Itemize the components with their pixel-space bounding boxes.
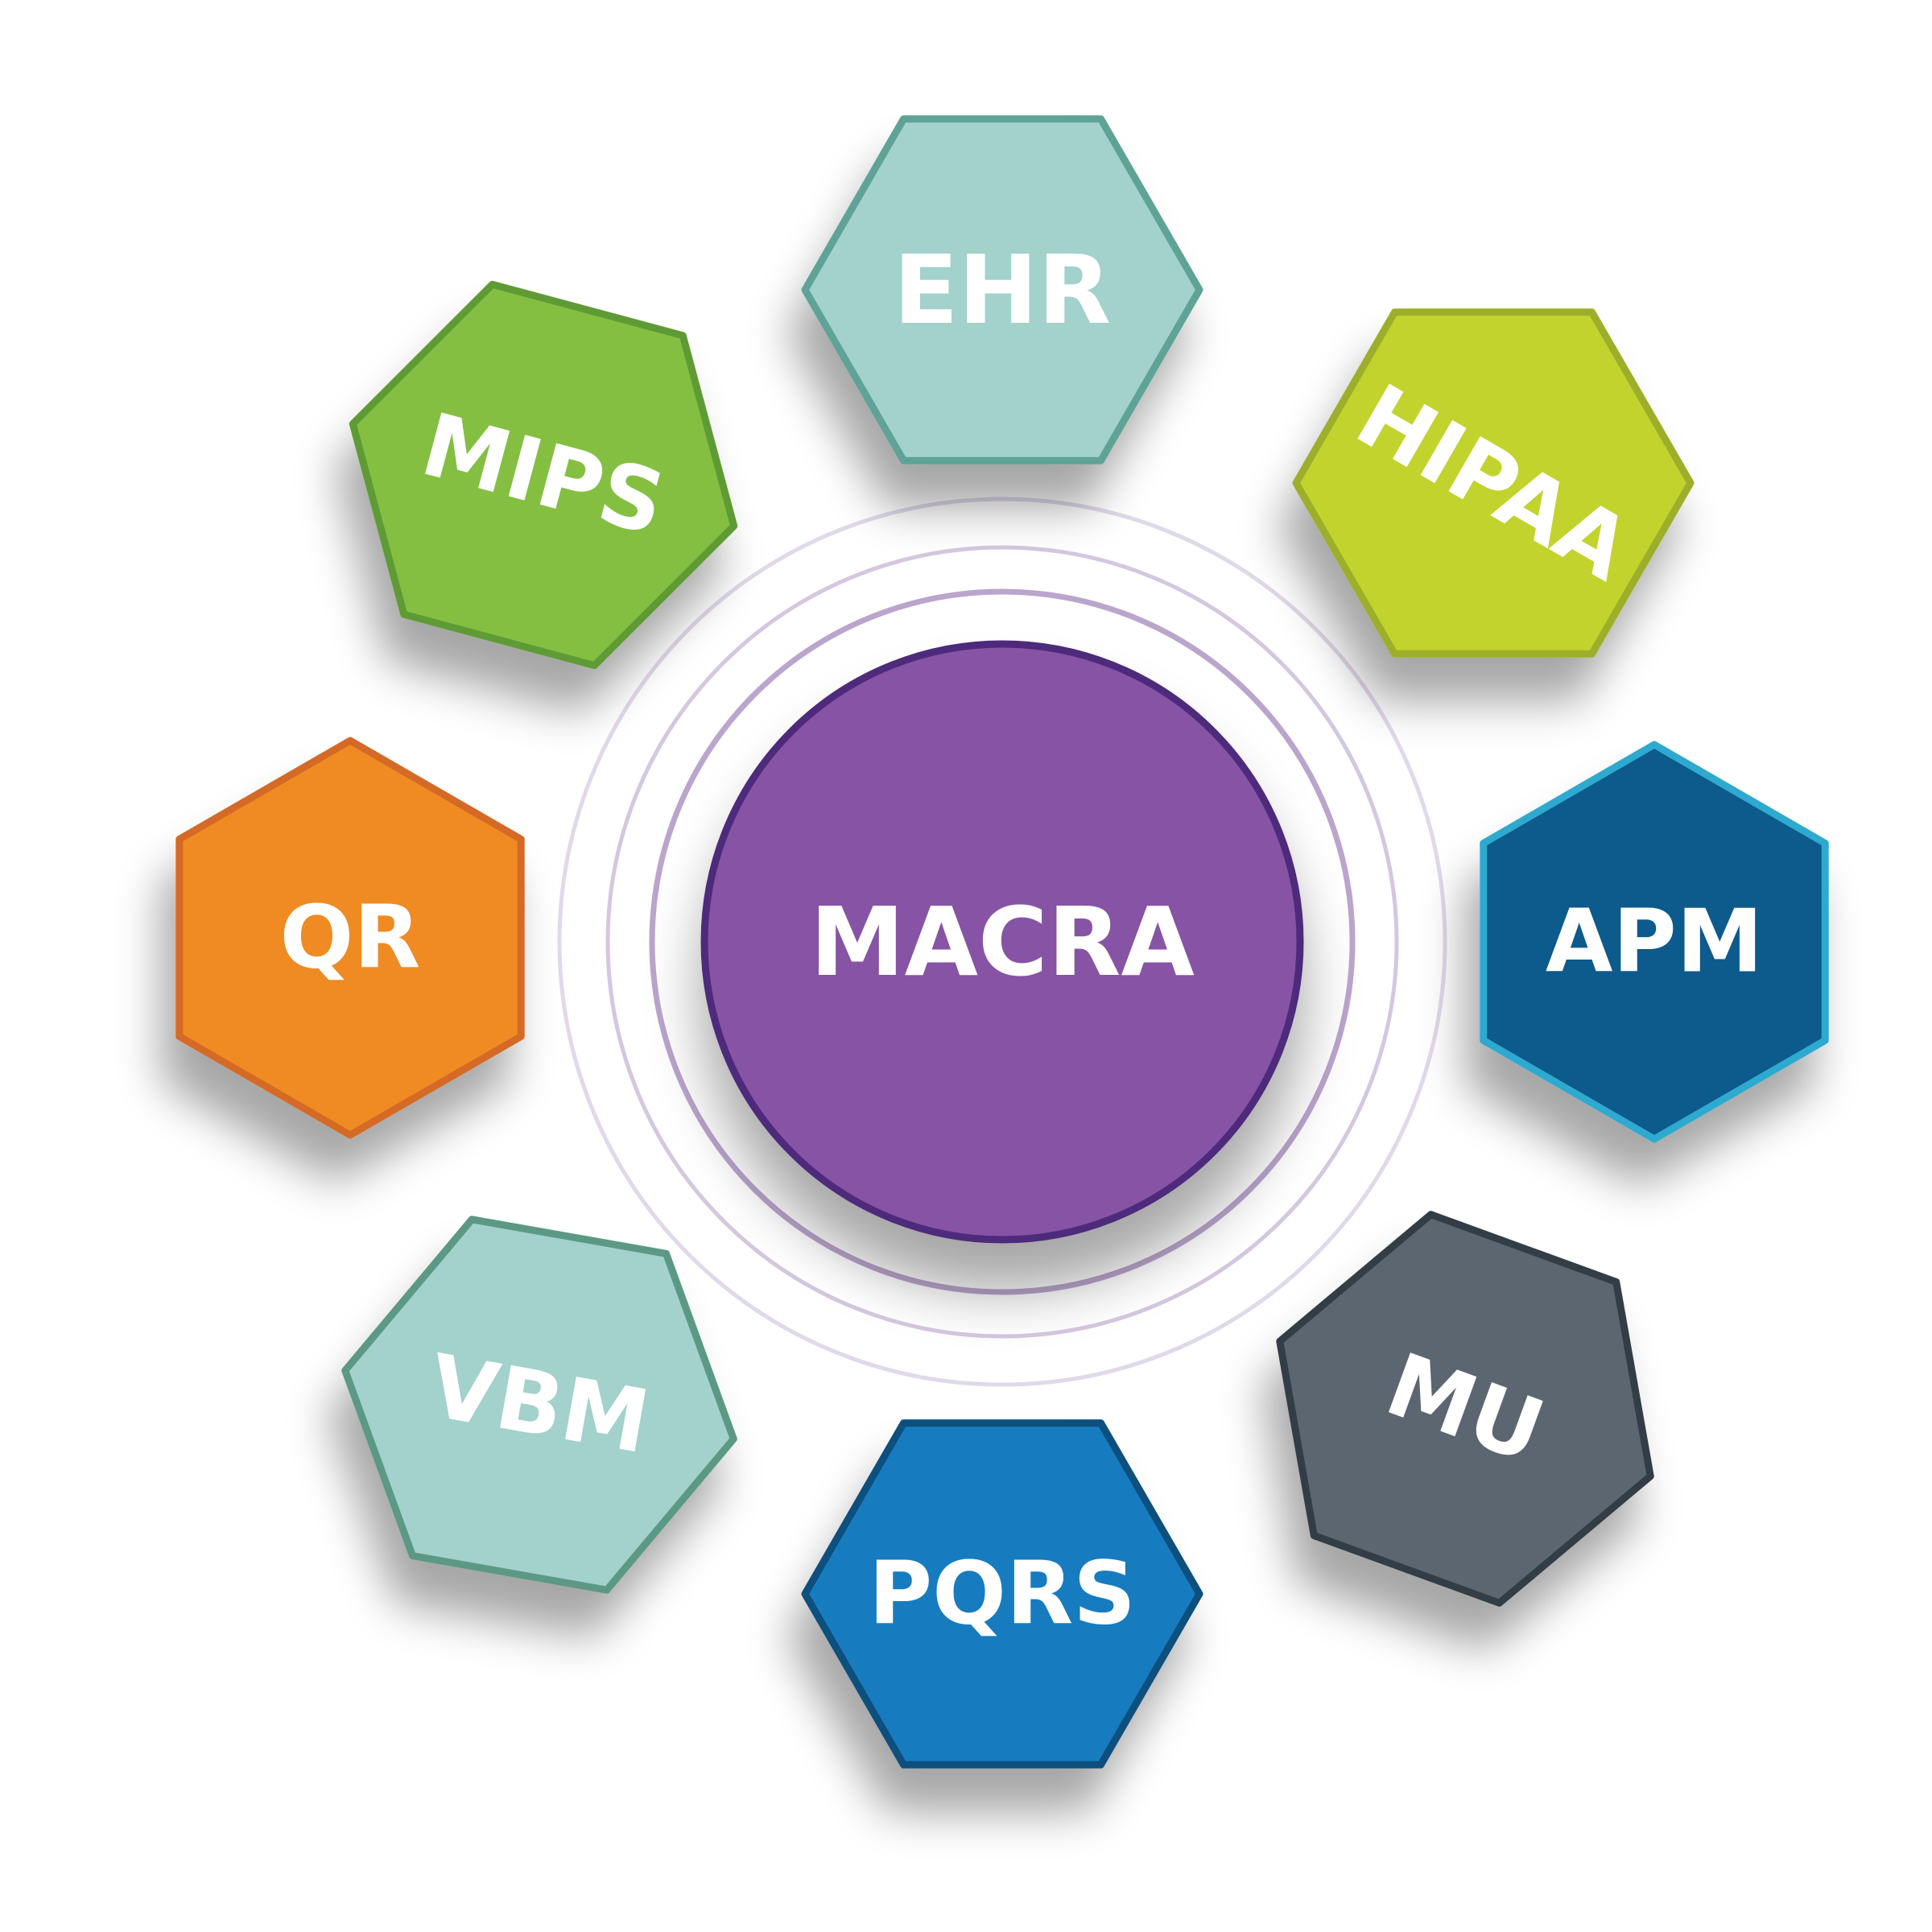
outer-ring-3 — [557, 497, 1447, 1387]
hexagon-node-mu: MU — [1276, 1211, 1654, 1607]
center-label: MACRA — [810, 886, 1195, 997]
center-circle — [700, 640, 1304, 1244]
hexagon-node-pqrs: PQRS — [801, 1419, 1203, 1769]
hexagon-shape-qr — [175, 737, 525, 1139]
hexagon-label-pqrs: PQRS — [869, 1544, 1136, 1645]
hexagon-node-vbm: VBM — [341, 1216, 737, 1594]
hexagon-shape-hipaa — [1292, 308, 1695, 658]
hexagon-nodes: EHR HIPAA APM MU PQRS VBM QR MIPS — [175, 115, 1829, 1769]
hexagon-shape-ehr — [801, 115, 1203, 464]
hexagon-shape-mips — [349, 280, 738, 670]
hexagon-node-qr: QR — [175, 737, 525, 1139]
hexagon-shape-vbm — [341, 1216, 737, 1594]
hexagon-node-apm: APM — [1480, 741, 1829, 1143]
hexagon-node-mips: MIPS — [349, 280, 738, 670]
hexagon-label-qr: QR — [280, 888, 421, 989]
hexagon-label-apm: APM — [1546, 892, 1763, 993]
outer-ring-1 — [649, 588, 1356, 1295]
hexagon-shape-mu — [1276, 1211, 1654, 1607]
hexagon-shape-apm — [1480, 741, 1829, 1143]
hexagon-node-ehr: EHR — [801, 115, 1203, 464]
hexagon-shape-pqrs — [801, 1419, 1203, 1769]
outer-ring-2 — [605, 545, 1399, 1339]
hexagon-label-ehr: EHR — [894, 234, 1111, 345]
center-hub: MACRA — [557, 497, 1447, 1387]
hexagon-node-hipaa: HIPAA — [1292, 308, 1695, 658]
